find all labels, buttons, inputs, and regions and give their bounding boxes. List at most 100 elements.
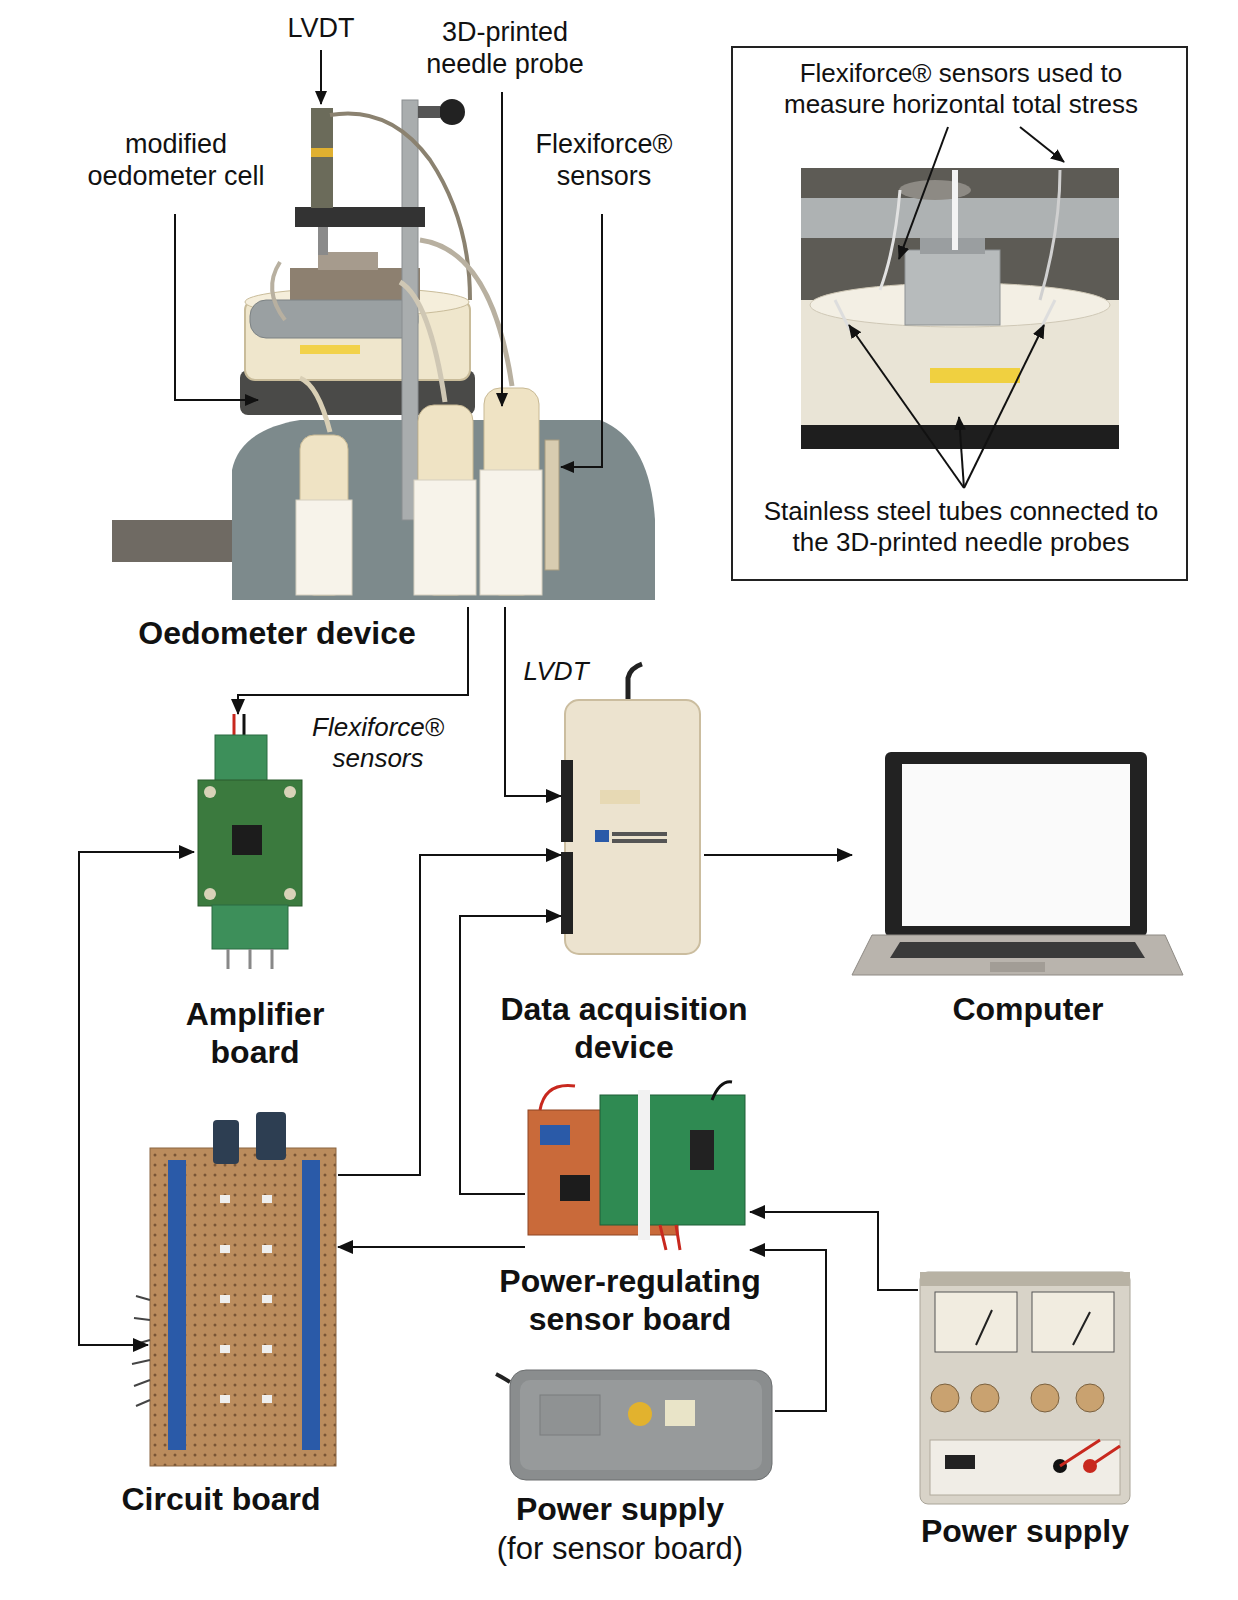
amplifier-illustration-part: [198, 780, 302, 906]
circuit-board-illustration-part: [220, 1195, 230, 1203]
connector-arrow: [704, 854, 852, 856]
inset-photo: [801, 168, 1119, 449]
oedometer-illustration-part: [402, 100, 418, 520]
sensor-board: Power-regulating sensor board: [525, 1078, 750, 1255]
component-title: Amplifier board: [160, 995, 350, 1072]
computer: Computer: [852, 752, 1183, 979]
inset-photo-part: [905, 250, 1000, 325]
bench-supply-illustration-part: [931, 1384, 959, 1412]
adapter-illustration-part: [496, 1374, 510, 1382]
laptop-illustration-part: [852, 935, 1183, 975]
oedometer-illustration-part: [414, 480, 476, 595]
inset-photo-part: [835, 300, 850, 330]
oedometer-illustration-part: [420, 240, 512, 386]
inset-leader-part: [959, 417, 964, 488]
oedometer-illustration-part: [330, 113, 470, 300]
component-title: Computer: [898, 990, 1158, 1028]
bench-supply-illustration-part: [920, 1272, 1130, 1504]
oedometer-illustration-part: [272, 262, 285, 320]
daq-illustration-part: [600, 790, 640, 804]
inset-photo-part: [930, 368, 1020, 383]
amplifier-illustration-part: [284, 888, 296, 900]
circuit-board-illustration-part: [220, 1245, 230, 1253]
amplifier-illustration-part: [204, 786, 216, 798]
adapter-illustration-part: [628, 1402, 652, 1426]
inset-photo-part: [899, 180, 971, 200]
sensor-board-illustration-part: [560, 1175, 590, 1201]
daq-illustration-part: [561, 852, 573, 934]
amplifier-illustration-part: [232, 825, 262, 855]
circuit-board-illustration-part: [262, 1295, 272, 1303]
sensor-board-illustration-part: [638, 1090, 650, 1240]
callout-label: Flexiforce® sensors: [519, 128, 689, 193]
callout-label: modified oedometer cell: [71, 128, 281, 193]
inset-note: Flexiforce® sensors used to measure hori…: [754, 58, 1169, 120]
oedometer-illustration-part: [296, 500, 352, 595]
inset-box: Flexiforce® sensors used to measure hori…: [731, 46, 1188, 581]
oedometer-illustration-part: [400, 282, 445, 402]
inset-photo-part: [801, 198, 1119, 238]
inset-photo-part: [952, 170, 958, 250]
daq-illustration-part: [565, 700, 700, 954]
inset-leader: [849, 127, 1064, 488]
inset-leader-part: [964, 325, 1044, 488]
circuit-board-illustration-part: [220, 1395, 230, 1403]
circuit-board-illustration-part: [256, 1112, 286, 1160]
callout-label: LVDT: [266, 12, 376, 44]
daq-illustration-part: [561, 760, 573, 842]
laptop-illustration-part: [990, 962, 1045, 972]
oedometer-illustration-part: [480, 470, 542, 595]
amplifier-illustration-part: [204, 888, 216, 900]
oedometer-illustration-part: [311, 108, 333, 208]
oedometer-illustration-part: [295, 207, 425, 227]
amplifier-illustration-part: [233, 714, 236, 738]
oedometer-illustration-part: [318, 227, 328, 255]
adapter-illustration-part: [665, 1400, 695, 1426]
adapter-illustration-part: [520, 1380, 762, 1470]
component-title: Circuit board: [71, 1480, 371, 1518]
bench-supply-illustration-part: [971, 1384, 999, 1412]
inset-photo-part: [880, 190, 900, 290]
component-title: Power supply: [875, 1512, 1175, 1550]
laptop-illustration-part: [890, 942, 1145, 958]
circuit-board-illustration-part: [213, 1120, 239, 1164]
sensor-board-illustration-part: [690, 1130, 714, 1170]
edge-label: Flexiforce® sensors: [293, 712, 463, 774]
inset-leader-part: [1020, 127, 1064, 162]
callout-leader-part: [320, 50, 322, 104]
amplifier-board: Amplifier board: [194, 714, 316, 969]
circuit-board-illustration-part: [302, 1160, 320, 1450]
connector-arrow: [338, 1246, 525, 1248]
callout-leader-part: [175, 214, 258, 400]
callout-leader-part: [561, 214, 602, 467]
sensor-board-illustration-part: [712, 1082, 732, 1100]
daq-device: Data acquisition device: [561, 689, 704, 954]
amplifier-illustration-part: [243, 714, 246, 738]
bench-supply-illustration-part: [976, 1310, 1090, 1345]
sensor-board-illustration-part: [540, 1086, 575, 1111]
bench-supply-illustration-part: [1076, 1384, 1104, 1412]
amplifier-illustration-part: [284, 786, 296, 798]
component-title: Power-regulating sensor board: [470, 1262, 790, 1339]
daq-illustration-part: [595, 830, 609, 842]
circuit-board-illustration-part: [220, 1345, 230, 1353]
laptop-illustration: [852, 752, 1183, 975]
oedometer-illustration-part: [439, 99, 465, 125]
circuit-board-illustration: [132, 1112, 336, 1466]
circuit-board-illustration-part: [220, 1295, 230, 1303]
inset-leader-part: [899, 127, 948, 259]
bench-supply-illustration-part: [930, 1440, 1120, 1495]
laptop-illustration-part: [885, 752, 1147, 937]
oedometer-illustration-part: [300, 345, 360, 354]
component-title: Oedometer device: [67, 614, 487, 652]
bench-supply-illustration-part: [1031, 1384, 1059, 1412]
oedometer-illustration-part: [545, 440, 559, 570]
circuit-board-illustration-part: [262, 1345, 272, 1353]
callout-leader-part: [501, 92, 503, 406]
callout-label: 3D-printed needle probe: [405, 16, 605, 81]
component-title: Data acquisition device: [474, 990, 774, 1067]
amplifier-illustration: [198, 714, 302, 969]
